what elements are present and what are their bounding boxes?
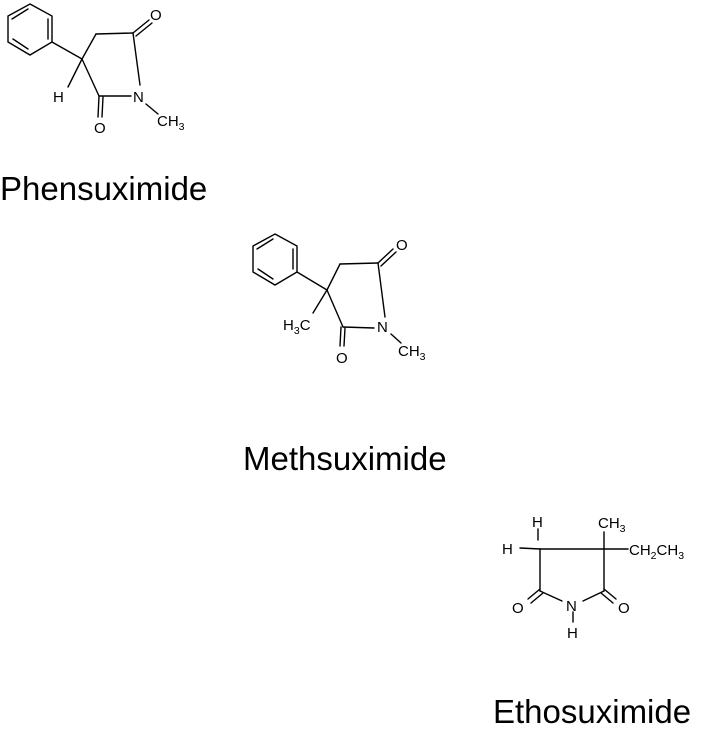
ethyl-ch3: CH <box>657 542 679 559</box>
methyl-ch: CH <box>157 113 179 130</box>
ethyl-ch: CH <box>629 542 651 559</box>
methyl-subscript: 3 <box>620 523 626 535</box>
methyl-label: CH3 <box>598 515 626 535</box>
hydrogen-label: H <box>502 541 513 558</box>
ethosuximide-structure: H H CH3 CH2CH3 O O N H <box>502 514 684 642</box>
hydrogen-label: H <box>53 89 64 106</box>
oxygen-label: O <box>336 350 348 367</box>
phensuximide-structure: O O N H CH3 <box>7 3 185 137</box>
nitrogen-label: N <box>566 598 577 615</box>
methyl-label: H3C <box>283 317 311 337</box>
methyl-ch: CH <box>398 343 420 360</box>
methyl-label: CH3 <box>157 113 185 133</box>
methyl-subscript: 3 <box>179 121 185 133</box>
methyl-subscript: 3 <box>294 325 300 337</box>
phenyl-ring <box>7 3 53 56</box>
hydrogen-label: H <box>532 514 543 531</box>
succinimide-ring <box>519 528 629 623</box>
methyl-subscript: 3 <box>420 351 426 363</box>
oxygen-label: O <box>618 600 630 617</box>
ethyl-subscript: 3 <box>678 550 684 562</box>
compound-name-methsuximide: Methsuximide <box>243 440 447 477</box>
succinimide-ring <box>51 19 159 118</box>
oxygen-label: O <box>150 7 162 24</box>
phenyl-ring <box>252 233 298 286</box>
methyl-ch: CH <box>598 515 620 532</box>
methsuximide-structure: O O N H3C CH3 <box>252 233 426 367</box>
hydrogen-label: H <box>567 625 578 642</box>
nitrogen-label: N <box>133 89 144 106</box>
compound-name-ethosuximide: Ethosuximide <box>493 693 692 730</box>
methyl-label: CH3 <box>398 343 426 363</box>
succinimide-ring <box>296 248 402 347</box>
compound-name-phensuximide: Phensuximide <box>0 170 208 207</box>
ethyl-subscript: 2 <box>651 550 657 562</box>
methyl-c: C <box>300 317 311 334</box>
oxygen-label: O <box>94 120 106 137</box>
oxygen-label: O <box>396 237 408 254</box>
nitrogen-label: N <box>377 319 388 336</box>
methyl-h: H <box>283 317 294 334</box>
oxygen-label: O <box>512 600 524 617</box>
ethyl-label: CH2CH3 <box>629 542 684 562</box>
